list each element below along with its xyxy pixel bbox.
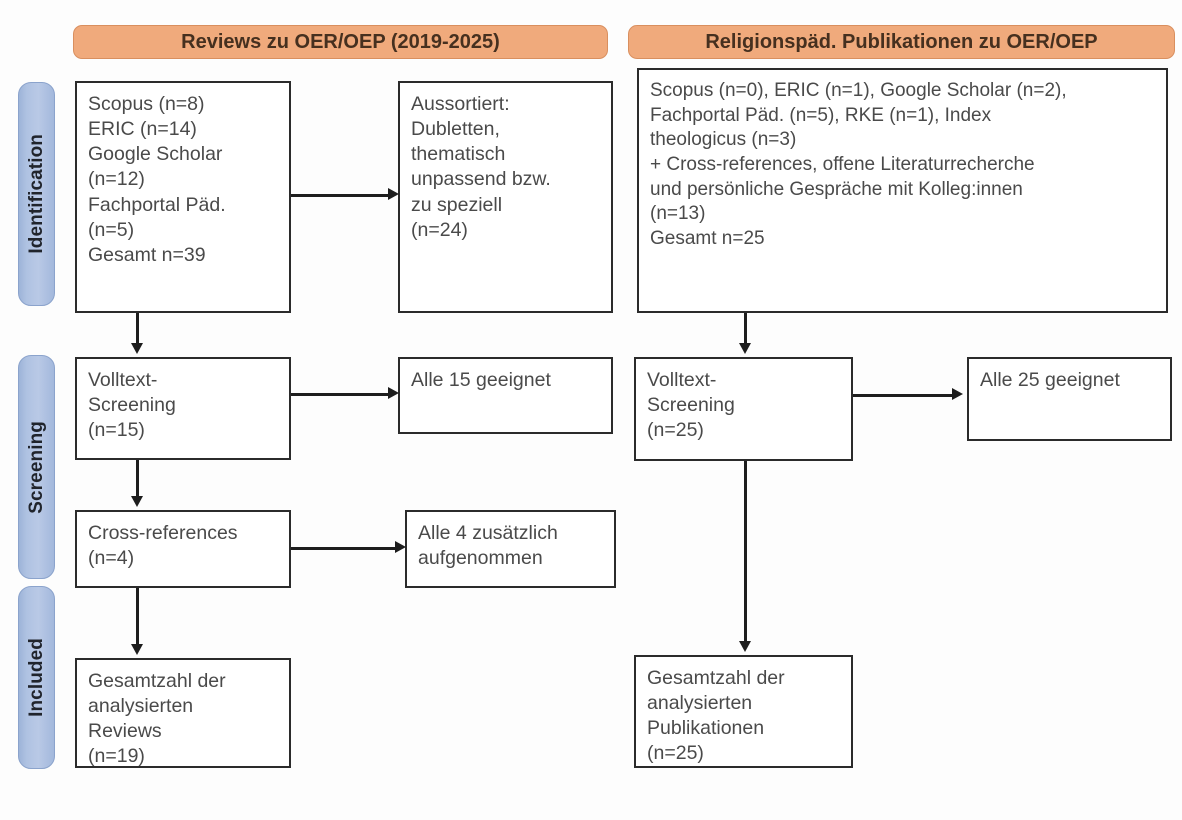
box-left-excluded-text: Aussortiert: Dubletten, thematisch unpas… [411,93,551,241]
connector-left-sources-to-fulltext [136,313,139,345]
phase-label-included: Included [18,586,55,769]
box-left-sources: Scopus (n=8) ERIC (n=14) Google Scholar … [75,81,291,313]
box-left-excluded: Aussortiert: Dubletten, thematisch unpas… [398,81,613,313]
connector-left-fulltext-to-crossrefs [136,460,139,498]
phase-label-identification-text: Identification [25,134,47,254]
arrowhead-left-fulltext-to-eligible [388,387,399,399]
connector-right-fulltext-to-eligible [853,394,955,397]
box-right-eligible: Alle 25 geeignet [967,357,1172,441]
box-left-fulltext-screening: Volltext- Screening (n=15) [75,357,291,460]
phase-label-included-text: Included [25,638,47,717]
box-left-eligible-text: Alle 15 geeignet [411,369,551,391]
arrowhead-right-fulltext-to-included [739,641,751,652]
connector-left-crossrefs-to-result [291,547,398,550]
box-left-crossrefs-result-text: Alle 4 zusätzlich aufgenommen [418,522,558,570]
box-left-included: Gesamtzahl der analysierten Reviews (n=1… [75,658,291,768]
connector-left-sources-to-excluded [291,194,391,197]
arrowhead-right-fulltext-to-eligible [952,388,963,400]
banner-left-title: Reviews zu OER/OEP (2019-2025) [73,25,608,59]
box-left-sources-text: Scopus (n=8) ERIC (n=14) Google Scholar … [88,93,226,266]
box-right-eligible-text: Alle 25 geeignet [980,369,1120,391]
banner-left-title-text: Reviews zu OER/OEP (2019-2025) [181,30,500,53]
phase-label-screening-text: Screening [25,420,47,514]
arrowhead-left-sources-to-excluded [388,188,399,200]
box-left-included-text: Gesamtzahl der analysierten Reviews (n=1… [88,670,226,768]
arrowhead-left-sources-to-fulltext [131,343,143,354]
connector-left-fulltext-to-eligible [291,393,391,396]
box-left-eligible: Alle 15 geeignet [398,357,613,434]
box-right-sources-text: Scopus (n=0), ERIC (n=1), Google Scholar… [650,80,1067,250]
box-right-sources: Scopus (n=0), ERIC (n=1), Google Scholar… [637,68,1168,313]
box-right-included: Gesamtzahl der analysierten Publikatione… [634,655,853,768]
arrowhead-left-crossrefs-to-result [395,541,406,553]
connector-right-sources-to-fulltext [744,313,747,345]
phase-label-screening: Screening [18,355,55,579]
arrowhead-right-sources-to-fulltext [739,343,751,354]
box-right-fulltext-screening-text: Volltext- Screening (n=25) [647,369,735,442]
banner-right-title: Religionspäd. Publikationen zu OER/OEP [628,25,1175,59]
connector-right-fulltext-to-included [744,461,747,643]
phase-label-identification: Identification [18,82,55,306]
connector-left-crossrefs-to-included [136,588,139,646]
banner-right-title-text: Religionspäd. Publikationen zu OER/OEP [705,30,1098,53]
arrowhead-left-crossrefs-to-included [131,644,143,655]
box-right-fulltext-screening: Volltext- Screening (n=25) [634,357,853,461]
arrowhead-left-fulltext-to-crossrefs [131,496,143,507]
box-left-crossrefs-text: Cross-references (n=4) [88,522,238,570]
box-left-crossrefs: Cross-references (n=4) [75,510,291,588]
box-right-included-text: Gesamtzahl der analysierten Publikatione… [647,667,785,765]
box-left-fulltext-screening-text: Volltext- Screening (n=15) [88,369,176,442]
box-left-crossrefs-result: Alle 4 zusätzlich aufgenommen [405,510,616,588]
